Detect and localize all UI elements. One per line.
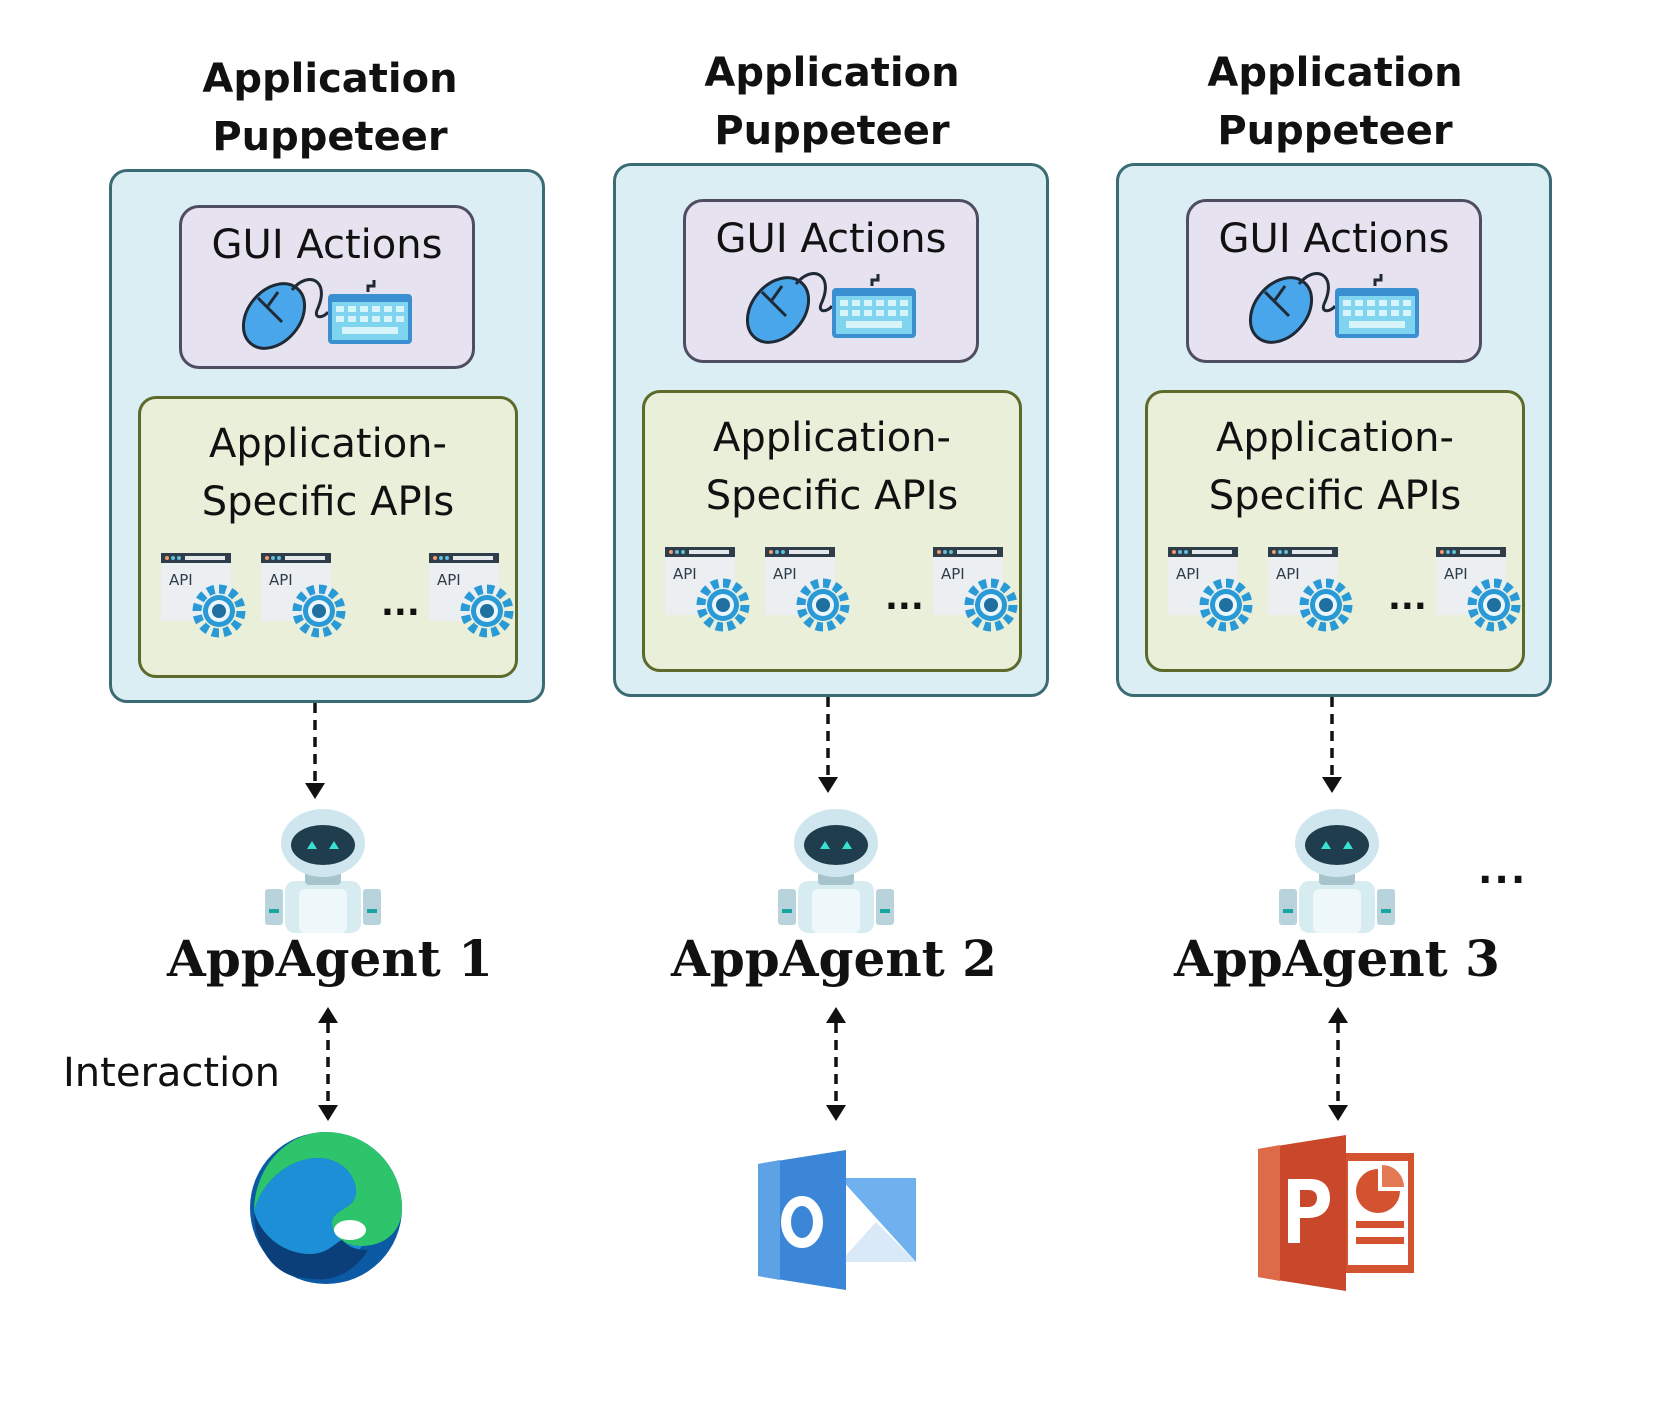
more-agents-ellipsis: ... — [1478, 848, 1528, 892]
api-gear-icon: API — [161, 553, 246, 638]
keyboard-icon — [1335, 274, 1419, 338]
down-arrow — [305, 703, 325, 799]
svg-text:API: API — [1444, 565, 1468, 583]
api-gear-icon: API — [1268, 547, 1353, 632]
puppeteer-box: GUI Actions — [1116, 163, 1552, 697]
app-specific-apis-box: Application- Specific APIs API API — [642, 390, 1022, 672]
gui-actions-box: GUI Actions — [683, 199, 979, 363]
svg-text:API: API — [437, 571, 461, 589]
puppeteer-box: GUI Actions — [109, 169, 545, 703]
gui-actions-label: GUI Actions — [1218, 216, 1450, 262]
mouse-keyboard-icon — [241, 278, 412, 350]
api-icons-row: API API ... API — [665, 547, 1018, 632]
svg-text:API: API — [773, 565, 797, 583]
gui-actions-box: GUI Actions — [179, 205, 475, 369]
puppeteer-title: Application Puppeteer — [704, 50, 960, 154]
puppeteer-box: GUI Actions — [613, 163, 1049, 697]
svg-text:API: API — [1276, 565, 1300, 583]
api-gear-icon: API — [429, 553, 514, 638]
api-icons-row: API API ... API — [161, 553, 514, 638]
bidirectional-arrow — [318, 1007, 338, 1121]
svg-text:API: API — [941, 565, 965, 583]
mouse-icon — [241, 278, 330, 350]
gui-actions-label: GUI Actions — [211, 222, 443, 268]
api-gear-icon: API — [1436, 547, 1521, 632]
mouse-keyboard-icon — [1248, 272, 1419, 344]
svg-text:API: API — [1176, 565, 1200, 583]
outlook-icon — [758, 1150, 916, 1290]
robot-icon — [1279, 809, 1395, 933]
bidirectional-arrow — [826, 1007, 846, 1121]
puppeteer-title: Application Puppeteer — [202, 56, 458, 160]
app-specific-apis-label: Application- Specific APIs — [1208, 415, 1462, 519]
api-gear-icon: API — [933, 547, 1018, 632]
down-arrow — [1322, 697, 1342, 793]
bidirectional-arrow — [1328, 1007, 1348, 1121]
api-gear-icon: API — [1168, 547, 1253, 632]
api-ellipsis: ... — [885, 578, 924, 618]
robot-icon — [265, 809, 381, 933]
keyboard-icon — [832, 274, 916, 338]
svg-text:API: API — [169, 571, 193, 589]
mouse-keyboard-icon — [745, 272, 916, 344]
app-specific-apis-box: Application- Specific APIs API API — [1145, 390, 1525, 672]
api-gear-icon: API — [261, 553, 346, 638]
puppeteer-title: Application Puppeteer — [1207, 50, 1463, 154]
mouse-icon — [745, 272, 834, 344]
svg-text:API: API — [673, 565, 697, 583]
gui-actions-box: GUI Actions — [1186, 199, 1482, 363]
appagent-label: AppAgent 3 — [1174, 929, 1500, 988]
mouse-icon — [1248, 272, 1337, 344]
app-specific-apis-box: Application- Specific APIs API API — [138, 396, 518, 678]
robot-icon — [778, 809, 894, 933]
api-ellipsis: ... — [1388, 578, 1427, 618]
edge-browser-icon — [250, 1132, 402, 1284]
app-specific-apis-label: Application- Specific APIs — [705, 415, 959, 519]
api-gear-icon: API — [765, 547, 850, 632]
down-arrow — [818, 697, 838, 793]
api-ellipsis: ... — [381, 584, 420, 624]
appagent-label: AppAgent 2 — [671, 929, 997, 988]
app-specific-apis-label: Application- Specific APIs — [201, 421, 455, 525]
svg-text:API: API — [269, 571, 293, 589]
gui-actions-label: GUI Actions — [715, 216, 947, 262]
powerpoint-icon — [1258, 1135, 1414, 1291]
api-icons-row: API API ... API — [1168, 547, 1521, 632]
appagent-label: AppAgent 1 — [167, 929, 493, 988]
keyboard-icon — [328, 280, 412, 344]
interaction-label: Interaction — [63, 1050, 281, 1096]
api-gear-icon: API — [665, 547, 750, 632]
